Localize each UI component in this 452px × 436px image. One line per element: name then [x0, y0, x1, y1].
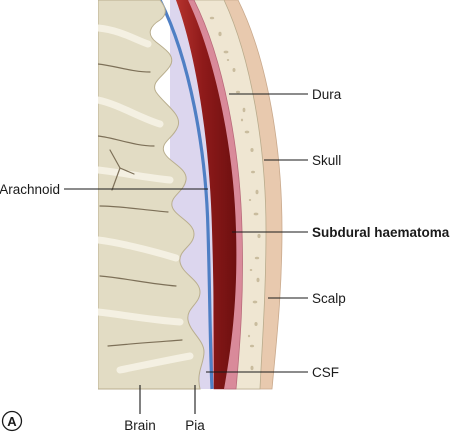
brain-tissue — [98, 0, 205, 390]
brain-label: Brain — [124, 418, 156, 433]
pia-label: Pia — [185, 418, 205, 433]
csf-label: CSF — [312, 365, 339, 380]
arachnoid-label: Arachnoid — [0, 182, 60, 197]
subdural-haematoma-label: Subdural haematoma — [312, 225, 450, 240]
subdural-haematoma — [176, 0, 237, 389]
skull-pores — [209, 16, 261, 371]
panel-letter-circle — [1, 410, 23, 432]
arachnoid-membrane — [158, 0, 214, 390]
dura-label: Dura — [312, 87, 342, 102]
scalp-label: Scalp — [312, 291, 346, 306]
panel-letter: A — [7, 414, 17, 429]
skull-label: Skull — [312, 153, 341, 168]
